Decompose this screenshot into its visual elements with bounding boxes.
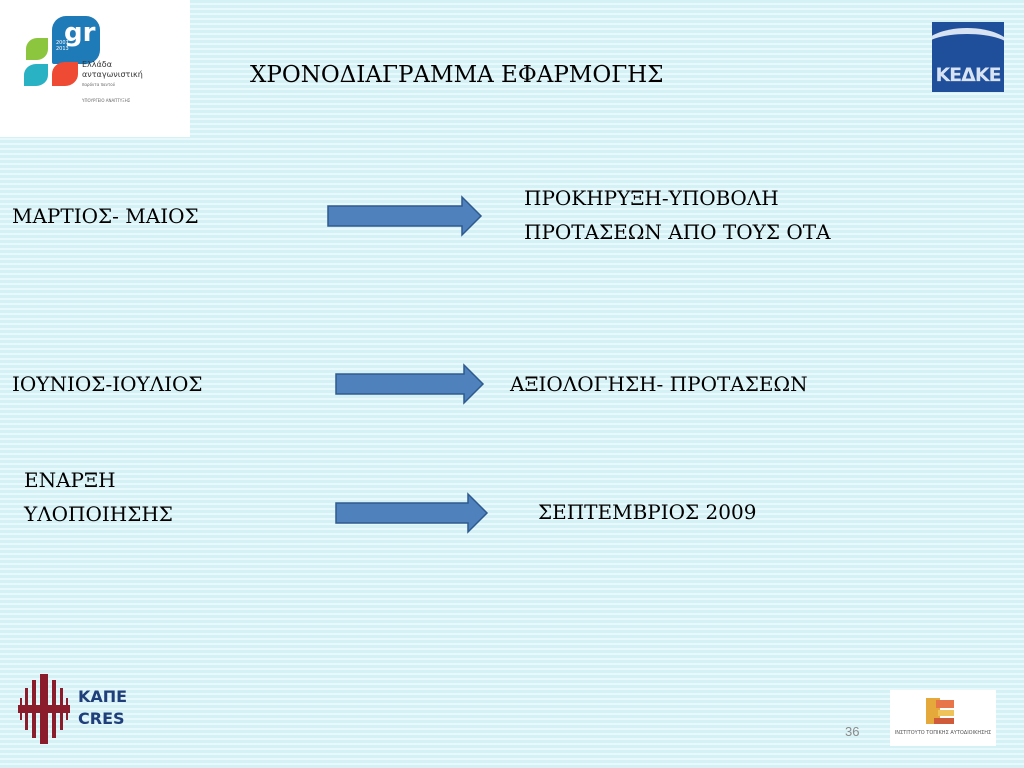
- wave-icon: [932, 28, 1004, 70]
- kedke-logo: ΚΕΔΚΕ: [932, 22, 1004, 92]
- cres-logo-line-2: CRES: [78, 709, 125, 728]
- slide-title: ΧΡΟΝΟΔΙΑΓΡΑΜΜΑ ΕΦΑΡΜΟΓΗΣ: [250, 62, 664, 88]
- logo-line-4: ΥΠΟΥΡΓΕΙΟ ΑΝΑΠΤΥΞΗΣ: [82, 98, 131, 103]
- logo-years-text: 2007 2013: [56, 40, 69, 52]
- row-2-activity: ΑΞΙΟΛΟΓΗΣΗ- ΠΡΟΤΑΣΕΩΝ: [510, 372, 808, 396]
- logo-gr-text: gr: [64, 18, 96, 48]
- green-leaf-icon: [26, 38, 48, 60]
- ita-logo-text: ΙΝΣΤΙΤΟΥΤΟ ΤΟΠΙΚΗΣ ΑΥΤΟΔΙΟΙΚΗΣΗΣ: [894, 730, 992, 736]
- blue-leaf-icon: [52, 16, 100, 64]
- red-leaf-icon: [52, 62, 78, 86]
- row-3-label-line-1: ΕΝΑΡΞΗ: [24, 468, 116, 492]
- ita-logo-icon: [926, 698, 954, 724]
- cres-logo-text: ΚΑΠΕ CRES: [78, 686, 127, 730]
- page-number: 36: [845, 724, 860, 739]
- cres-logo-icon: [18, 674, 70, 744]
- row-3-arrow-icon: [335, 492, 489, 534]
- ellada-antagonistiki-logo: gr 2007 2013 Ελλάδα ανταγωνιστική παρόντ…: [0, 0, 190, 137]
- row-2-arrow-icon: [335, 363, 485, 405]
- ita-logo: ΙΝΣΤΙΤΟΥΤΟ ΤΟΠΙΚΗΣ ΑΥΤΟΔΙΟΙΚΗΣΗΣ: [890, 690, 996, 746]
- logo-line-2: ανταγωνιστική: [82, 70, 143, 79]
- kedke-logo-text: ΚΕΔΚΕ: [935, 64, 1001, 86]
- row-1-activity-line-2: ΠΡΟΤΑΣΕΩΝ ΑΠΟ ΤΟΥΣ ΟΤΑ: [524, 220, 831, 244]
- row-3-label-line-2: ΥΛΟΠΟΙΗΣΗΣ: [24, 502, 173, 526]
- row-1-activity-line-1: ΠΡΟΚΗΡΥΞΗ-ΥΠΟΒΟΛΗ: [524, 186, 779, 210]
- teal-leaf-icon: [24, 64, 48, 86]
- logo-line-1: Ελλάδα: [82, 60, 112, 69]
- row-1-period: ΜΑΡΤΙΟΣ- ΜΑΙΟΣ: [12, 204, 199, 228]
- row-2-period: ΙΟΥΝΙΟΣ-ΙΟΥΛΙΟΣ: [12, 372, 203, 396]
- row-3-date: ΣΕΠΤΕΜΒΡΙΟΣ 2009: [538, 500, 757, 524]
- cres-logo-line-1: ΚΑΠΕ: [78, 687, 128, 706]
- row-1-arrow-icon: [327, 195, 483, 237]
- logo-line-3: παρόντα παντού: [82, 82, 116, 87]
